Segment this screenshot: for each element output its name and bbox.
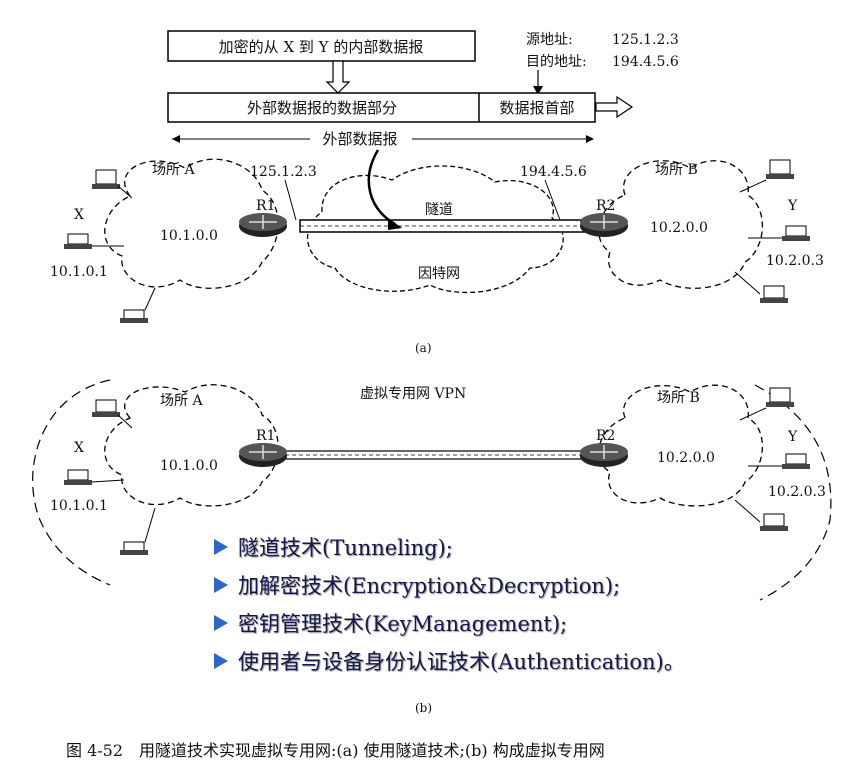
src-addr-label: 源地址: [526, 32, 573, 48]
direction-arrow-icon [595, 95, 634, 119]
host-y-label-top: Y [787, 198, 798, 214]
site-a-cloud [104, 158, 279, 289]
site-a-label-bottom: 场所 A [160, 393, 203, 409]
r2-label-bottom: R2 [596, 428, 615, 444]
pointer-arrow-icon [533, 86, 543, 95]
outer-header-label: 数据报首部 [499, 99, 574, 117]
computer-icon [92, 169, 120, 189]
inner-datagram-label: 加密的从 X 到 Y 的内部数据报 [219, 38, 424, 56]
computer-icon [782, 453, 810, 469]
computer-icon [120, 309, 148, 323]
site-b-cloud [598, 160, 763, 289]
list-item-text: 使用者与设备身份认证技术(Authentication)。 [238, 650, 685, 674]
r1-label-bottom: R1 [256, 428, 275, 444]
net-a-label-bottom: 10.1.0.0 [160, 458, 218, 474]
computer-icon [92, 399, 120, 417]
host-y-label-bottom: Y [787, 429, 798, 445]
outer-datagram-box [167, 92, 596, 123]
bullet-arrow-icon [214, 653, 228, 669]
router-r1-icon [239, 443, 287, 467]
host-y-addr-bottom: 10.2.0.3 [768, 484, 826, 500]
bullet-arrow-icon [214, 539, 228, 555]
computer-icon [782, 225, 810, 241]
technique-list: 隧道技术(Tunneling); 加解密技术(Encryption&Decryp… [214, 528, 734, 680]
host-y-addr-top: 10.2.0.3 [766, 253, 824, 269]
site-a-label-top: 场所 A [152, 162, 195, 178]
computer-icon [120, 541, 148, 555]
list-item: 密钥管理技术(KeyManagement); [214, 604, 734, 642]
subfigure-b-label: (b) [415, 701, 432, 715]
computer-icon [760, 513, 788, 531]
r2-public-addr: 194.4.5.6 [520, 164, 587, 180]
net-b-label-bottom: 10.2.0.0 [657, 450, 715, 466]
bullet-arrow-icon [214, 577, 228, 593]
r1-public-addr: 125.1.2.3 [250, 164, 317, 180]
computer-icon [766, 387, 794, 407]
list-item-text: 隧道技术(Tunneling); [238, 536, 453, 560]
list-item-text: 密钥管理技术(KeyManagement); [238, 612, 568, 636]
net-a-label-top: 10.1.0.0 [160, 228, 218, 244]
computer-icon [64, 233, 92, 249]
vpn-label: 虚拟专用网 VPN [360, 386, 466, 402]
site-a-cloud-bottom [104, 384, 279, 507]
net-b-label-top: 10.2.0.0 [650, 220, 708, 236]
router-r2-icon [580, 213, 628, 237]
host-x-label-top: X [74, 207, 84, 223]
site-b-cloud-bottom [598, 384, 763, 507]
list-item: 隧道技术(Tunneling); [214, 528, 734, 566]
site-b-label-bottom: 场所 B [657, 390, 700, 406]
tunnel-label: 隧道 [425, 202, 453, 218]
figure-caption: 图 4-52 用隧道技术实现虚拟专用网:(a) 使用隧道技术;(b) 构成虚拟专… [66, 741, 605, 760]
subfigure-a-label: (a) [415, 341, 432, 355]
site-b-label-top: 场所 B [655, 162, 698, 178]
router-r1-icon [239, 213, 287, 237]
computer-icon [766, 159, 794, 179]
host-x-addr-bottom: 10.1.0.1 [50, 498, 108, 514]
computer-icon [760, 285, 788, 303]
dst-addr-label: 目的地址: [526, 54, 587, 70]
vpn-boundary-right [754, 384, 832, 601]
tunnel-entry-arrow-icon [388, 218, 402, 230]
r2-label-top: R2 [596, 198, 615, 214]
src-addr-value: 125.1.2.3 [612, 32, 679, 48]
list-item: 加解密技术(Encryption&Decryption); [214, 566, 734, 604]
outer-span-label: 外部数据报 [322, 130, 397, 148]
dst-addr-value: 194.4.5.6 [612, 54, 679, 70]
host-x-addr-top: 10.1.0.1 [50, 264, 108, 280]
list-item: 使用者与设备身份认证技术(Authentication)。 [214, 642, 734, 680]
r1-label-top: R1 [256, 198, 275, 214]
host-x-label-bottom: X [74, 440, 84, 456]
bullet-arrow-icon [214, 615, 228, 631]
internet-label: 因特网 [418, 266, 460, 282]
list-item-text: 加解密技术(Encryption&Decryption); [238, 574, 621, 598]
vpn-boundary-left [32, 379, 111, 586]
encapsulation-arrow-icon [325, 60, 351, 94]
router-r2-icon [580, 443, 628, 467]
inner-datagram-box [167, 30, 476, 62]
computer-icon [64, 469, 92, 485]
outer-data-label: 外部数据报的数据部分 [247, 99, 397, 117]
